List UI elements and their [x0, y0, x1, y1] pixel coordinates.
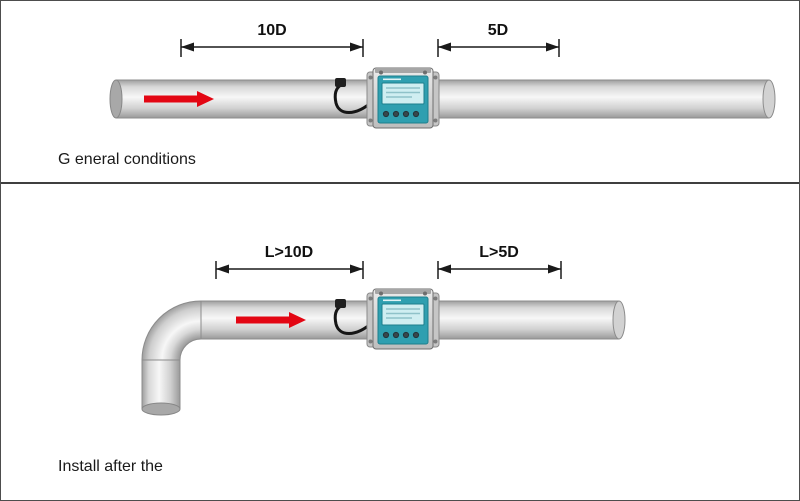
pipe-outlet-face [762, 79, 776, 119]
pipe-inlet-face [109, 79, 123, 119]
flow-direction-arrow [236, 312, 306, 328]
pipe-bend [141, 300, 202, 361]
panel-install-after-elbow: L>10D L>5D Install after the [58, 244, 626, 475]
dimension-upstream [215, 261, 364, 279]
pipe-outlet-face [612, 300, 626, 340]
dimension-upstream [180, 39, 364, 57]
vertical-pipe-run [141, 359, 181, 410]
dimension-upstream-label: L>10D [265, 244, 313, 261]
dimension-downstream [437, 39, 560, 57]
dimension-downstream [437, 261, 562, 279]
panel-general-conditions: 10D 5D G eneral conditions [58, 22, 776, 168]
panel-caption: G eneral conditions [58, 151, 196, 168]
pipe-inlet-face [141, 402, 181, 416]
dimension-downstream-label: L>5D [479, 244, 519, 261]
dimension-downstream-label: 5D [488, 22, 508, 39]
flow-direction-arrow [144, 91, 214, 107]
dimension-upstream-label: 10D [257, 22, 286, 39]
straight-pipe [109, 79, 776, 119]
panel-caption: Install after the [58, 458, 163, 475]
